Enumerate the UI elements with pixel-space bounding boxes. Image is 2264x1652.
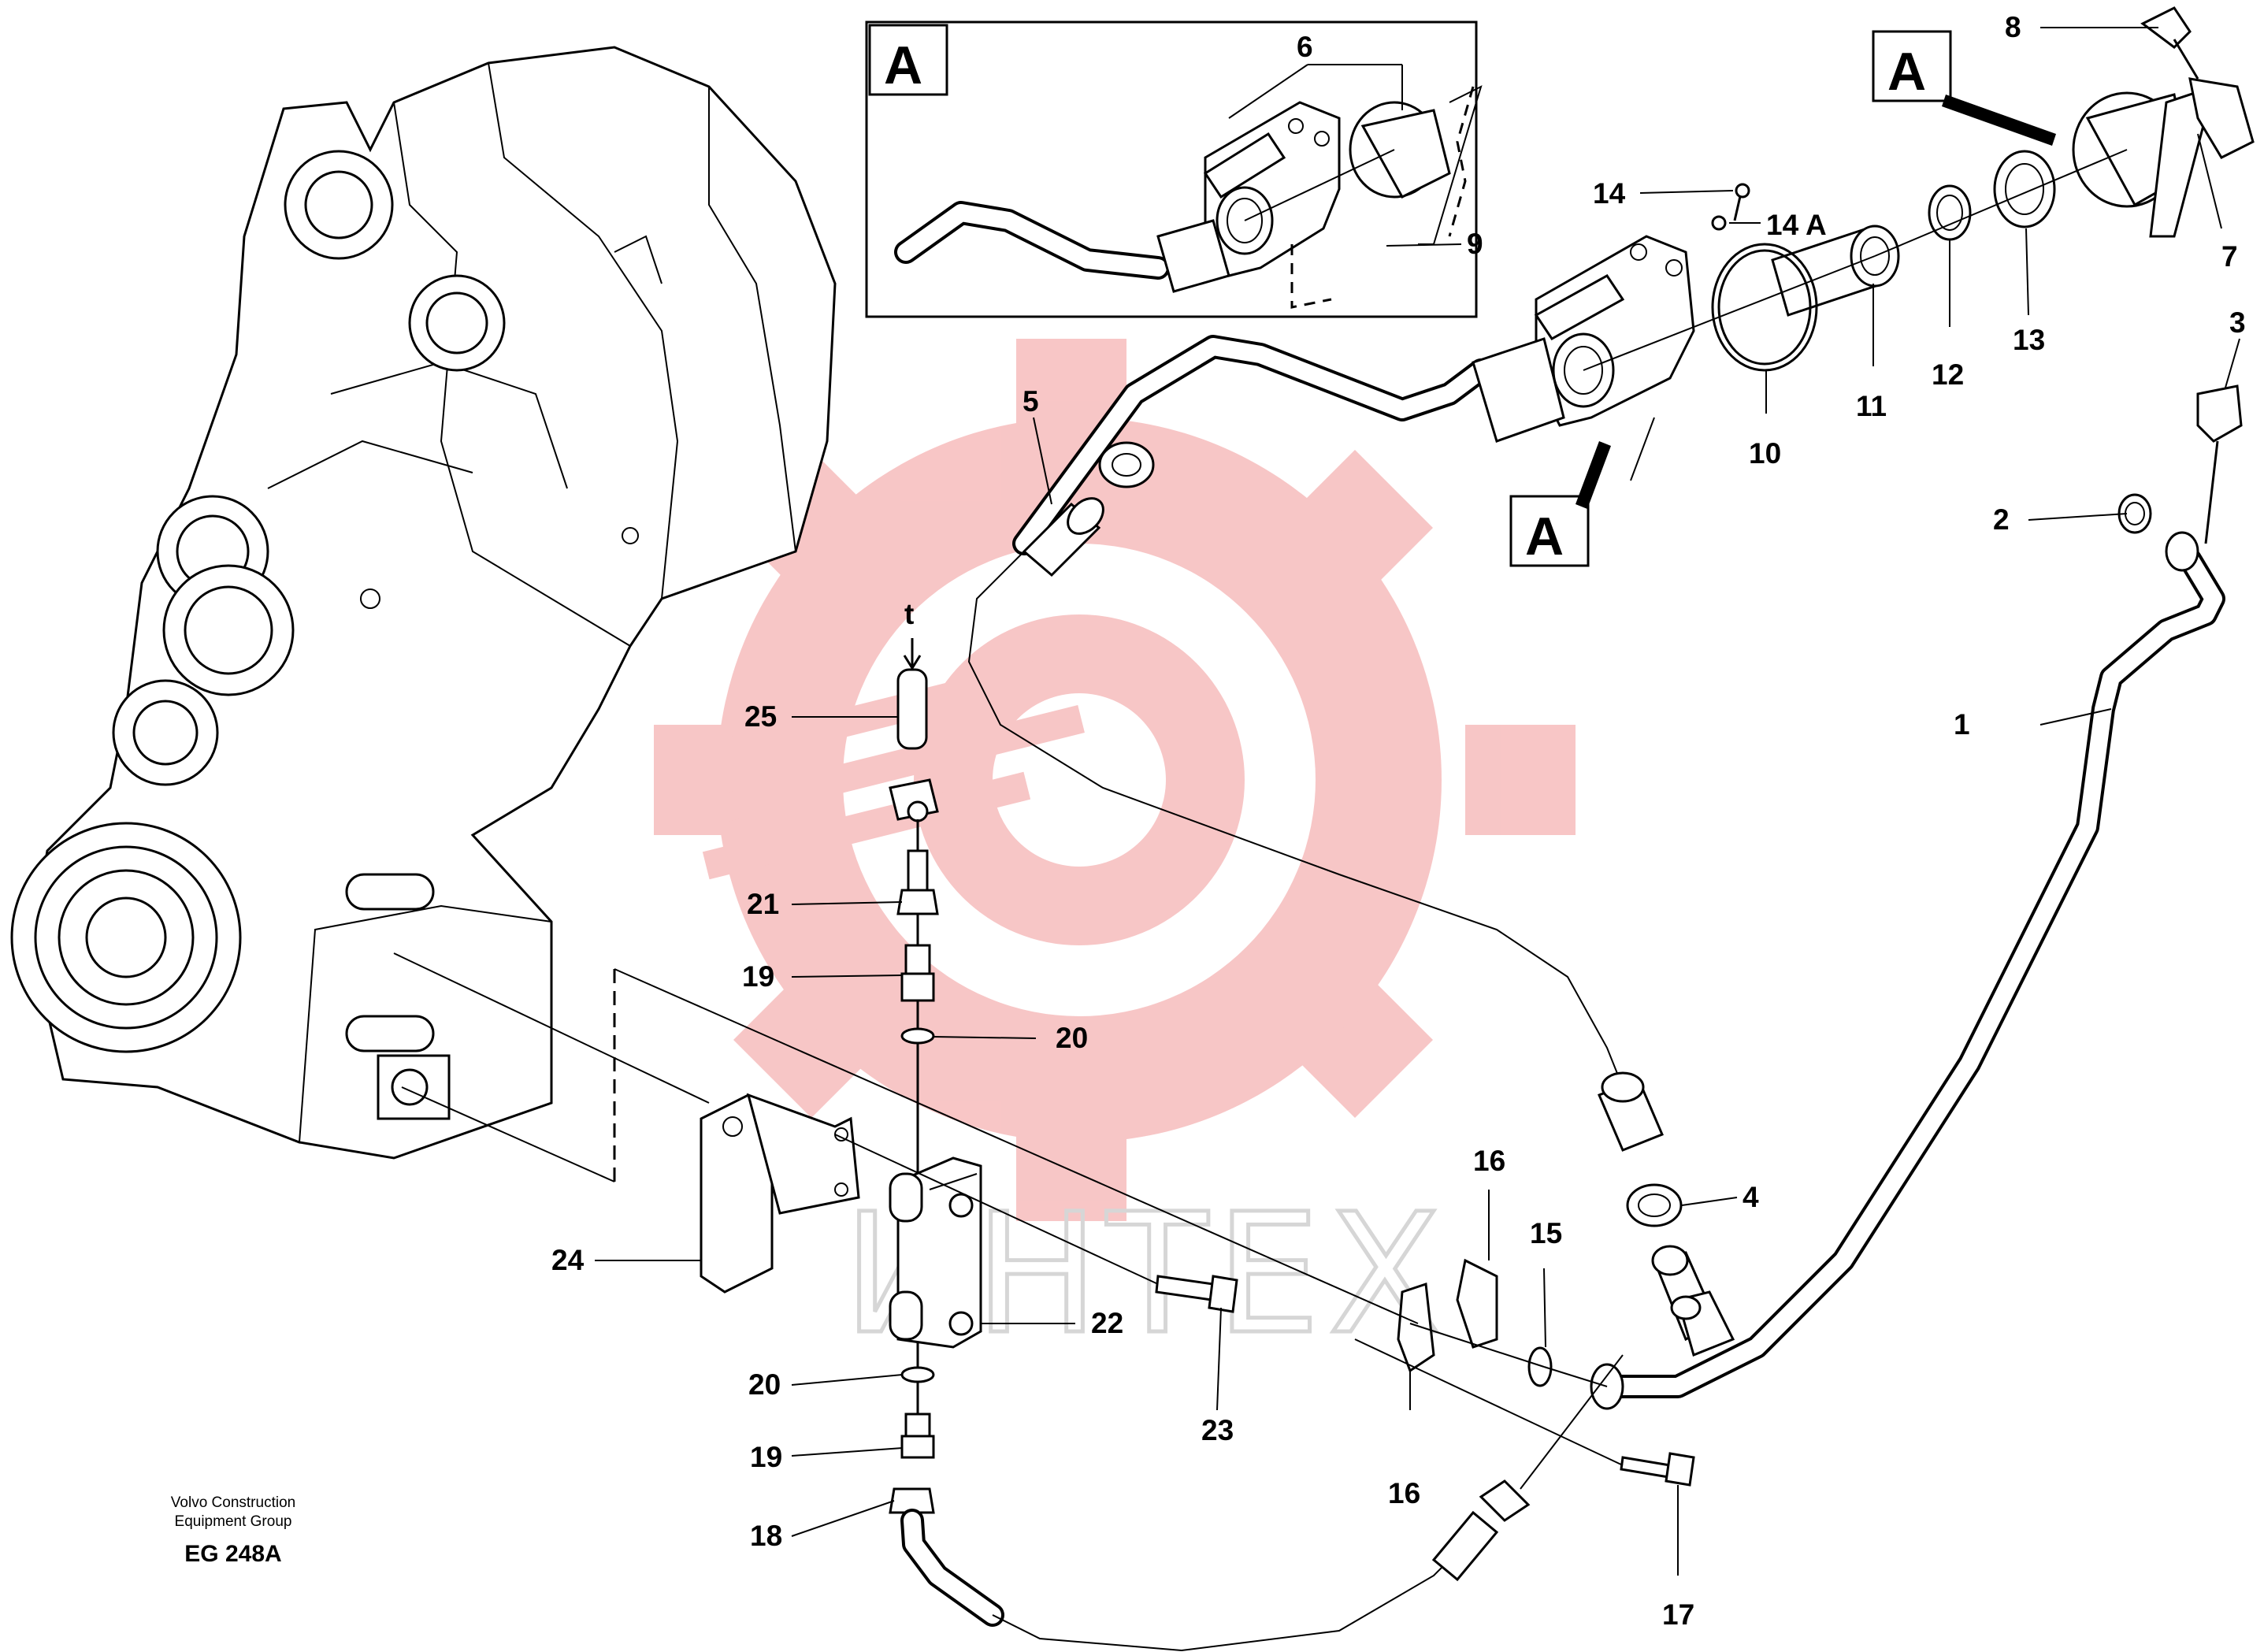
callout-19-lower: 19 [750, 1441, 782, 1473]
callout-23: 23 [1201, 1414, 1234, 1446]
callout-6: 6 [1297, 31, 1313, 63]
callout-19-upper: 19 [742, 960, 774, 993]
oil-filler-assembly: A A [967, 6, 2255, 1410]
callout-18: 18 [750, 1520, 782, 1552]
callout-8: 8 [2005, 11, 2021, 43]
callout-15: 15 [1530, 1217, 1562, 1249]
callout-24: 24 [551, 1244, 585, 1276]
callout-labels: 1 2 3 4 5 6 7 8 9 10 11 12 13 14 14 A 15… [551, 11, 2246, 1631]
callout-9: 9 [1467, 228, 1483, 260]
callout-20-upper: 20 [1056, 1022, 1088, 1054]
caption-line-1: Volvo Construction [171, 1494, 295, 1511]
view-label-a-lower: A [1525, 507, 1564, 566]
callout-10: 10 [1749, 437, 1781, 470]
caption-line-2: Equipment Group [175, 1513, 292, 1530]
callout-22: 22 [1091, 1307, 1123, 1339]
callout-14a: 14 A [1766, 209, 1827, 241]
detail-view-a: A [865, 20, 1483, 318]
callout-17: 17 [1662, 1598, 1694, 1631]
callout-20-lower: 20 [748, 1368, 781, 1401]
callout-1: 1 [1954, 708, 1970, 741]
callout-4: 4 [1743, 1181, 1759, 1213]
callout-5: 5 [1023, 385, 1039, 418]
view-label-a-detail: A [884, 35, 922, 95]
callout-2: 2 [1993, 503, 2010, 536]
callout-12: 12 [1932, 358, 1964, 391]
callout-16-upper: 16 [1473, 1145, 1505, 1177]
view-label-a-upper: A [1887, 42, 1926, 102]
callout-t: t [904, 598, 914, 630]
sensor-line-assembly [393, 638, 1695, 1652]
callout-14: 14 [1593, 177, 1626, 210]
transmission-housing [10, 46, 837, 1160]
callout-25: 25 [744, 700, 777, 733]
callout-11: 11 [1856, 390, 1887, 422]
callout-16-lower: 16 [1388, 1477, 1420, 1509]
callout-13: 13 [2013, 324, 2045, 356]
callout-21: 21 [747, 888, 779, 920]
callout-3: 3 [2229, 306, 2246, 339]
callout-leaders [595, 27, 2240, 1576]
callout-7: 7 [2221, 240, 2238, 273]
drawing-code: EG 248A [184, 1541, 281, 1567]
drawing-caption: Volvo Construction Equipment Group EG 24… [171, 1494, 295, 1567]
